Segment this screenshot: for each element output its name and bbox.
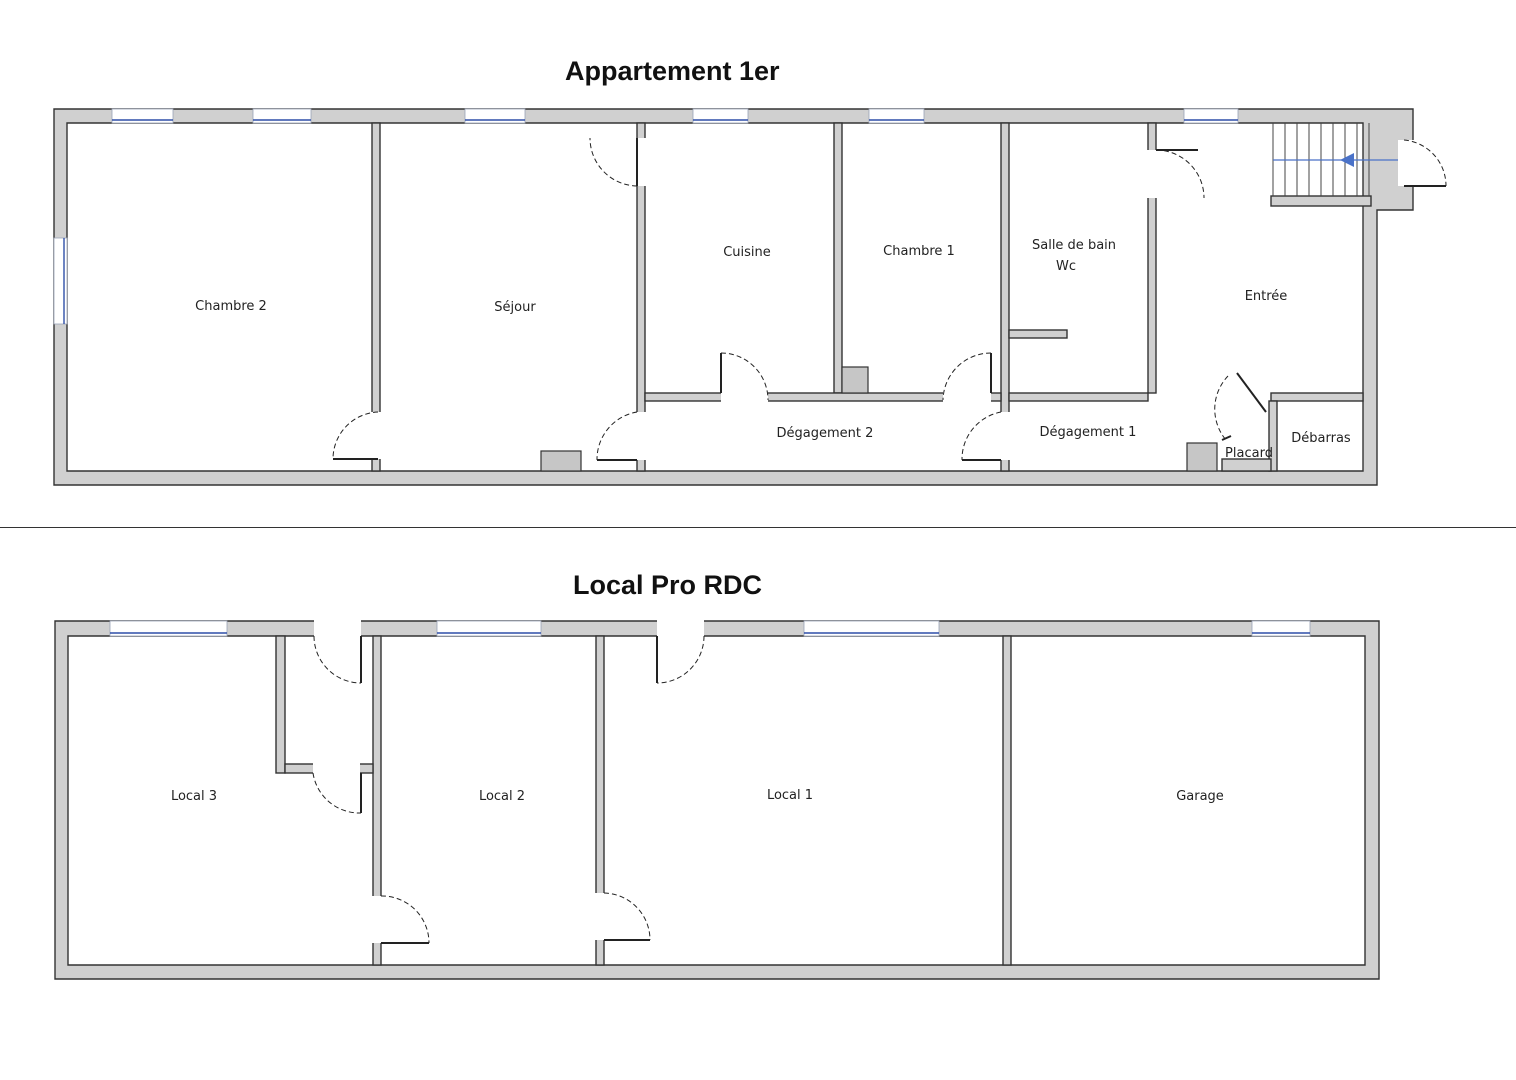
room-chambre-2: Chambre 2 <box>195 299 267 314</box>
room-salle-de-bain: Salle de bain <box>1032 238 1116 253</box>
duct-entree <box>1186 442 1218 472</box>
floor-title-appartement: Appartement 1er <box>565 56 780 86</box>
door-local-1 <box>595 892 651 941</box>
door-exterior-1 <box>313 620 362 684</box>
room-sejour: Séjour <box>494 300 536 315</box>
staircase-icon <box>1272 123 1398 196</box>
floor-plan-appartement: Chambre 2 Séjour Cuisine Chambre 1 Salle… <box>53 108 1447 486</box>
windows-top-wall <box>111 108 1239 124</box>
door-exterior-2 <box>656 620 705 684</box>
duct-sejour <box>540 450 582 472</box>
door-local-3 <box>312 763 362 814</box>
door-cuisine <box>720 352 769 402</box>
room-chambre-1: Chambre 1 <box>883 244 955 259</box>
door-salle-de-bain <box>1147 149 1205 199</box>
interior-walls <box>371 122 1372 472</box>
floor-divider <box>0 527 1516 528</box>
door-degagement-2 <box>596 411 646 461</box>
door-local-2 <box>372 895 430 944</box>
window-left-wall <box>53 237 68 325</box>
windows-top-wall-rdc <box>109 620 1311 637</box>
room-local-3: Local 3 <box>171 789 217 804</box>
room-degagement-1: Dégagement 1 <box>1040 425 1137 440</box>
door-entree-exterior <box>1398 139 1447 187</box>
room-debarras: Débarras <box>1291 431 1351 446</box>
floor-title-local-pro: Local Pro RDC <box>573 570 763 600</box>
duct-chambre-1 <box>841 366 869 394</box>
room-entree: Entrée <box>1245 289 1288 304</box>
room-local-1: Local 1 <box>767 788 813 803</box>
door-chambre-2 <box>332 411 381 460</box>
room-degagement-2: Dégagement 2 <box>777 426 874 441</box>
interior-walls-rdc <box>275 635 1012 966</box>
room-cuisine: Cuisine <box>723 245 771 260</box>
room-local-2: Local 2 <box>479 789 525 804</box>
room-placard: Placard <box>1225 446 1273 461</box>
outer-wall <box>53 108 1414 486</box>
door-chambre-1 <box>942 352 992 402</box>
room-garage: Garage <box>1176 789 1224 804</box>
door-degagement-1 <box>961 411 1010 461</box>
floor-plan-local-pro: Local 3 Local 2 Local 1 Garage <box>54 620 1380 980</box>
room-wc: Wc <box>1056 259 1076 274</box>
door-placard <box>1214 372 1267 441</box>
door-sejour <box>589 137 646 187</box>
